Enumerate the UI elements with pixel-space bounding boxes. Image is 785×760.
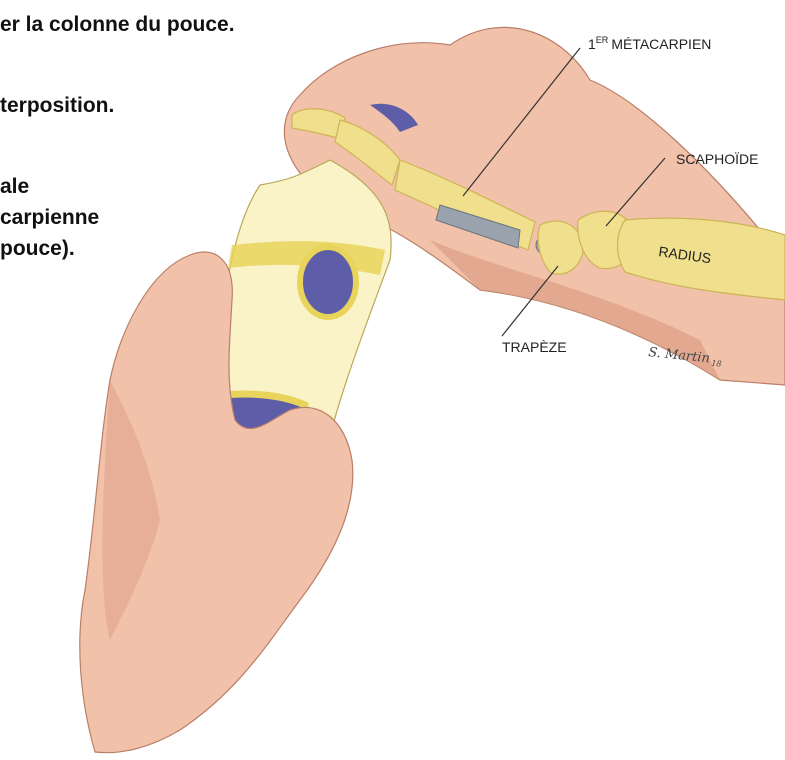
label-scaphoid: SCAPHOÏDE <box>676 151 758 167</box>
bottle-label-oval <box>300 247 356 317</box>
label-trapezium: TRAPÈZE <box>502 339 567 355</box>
